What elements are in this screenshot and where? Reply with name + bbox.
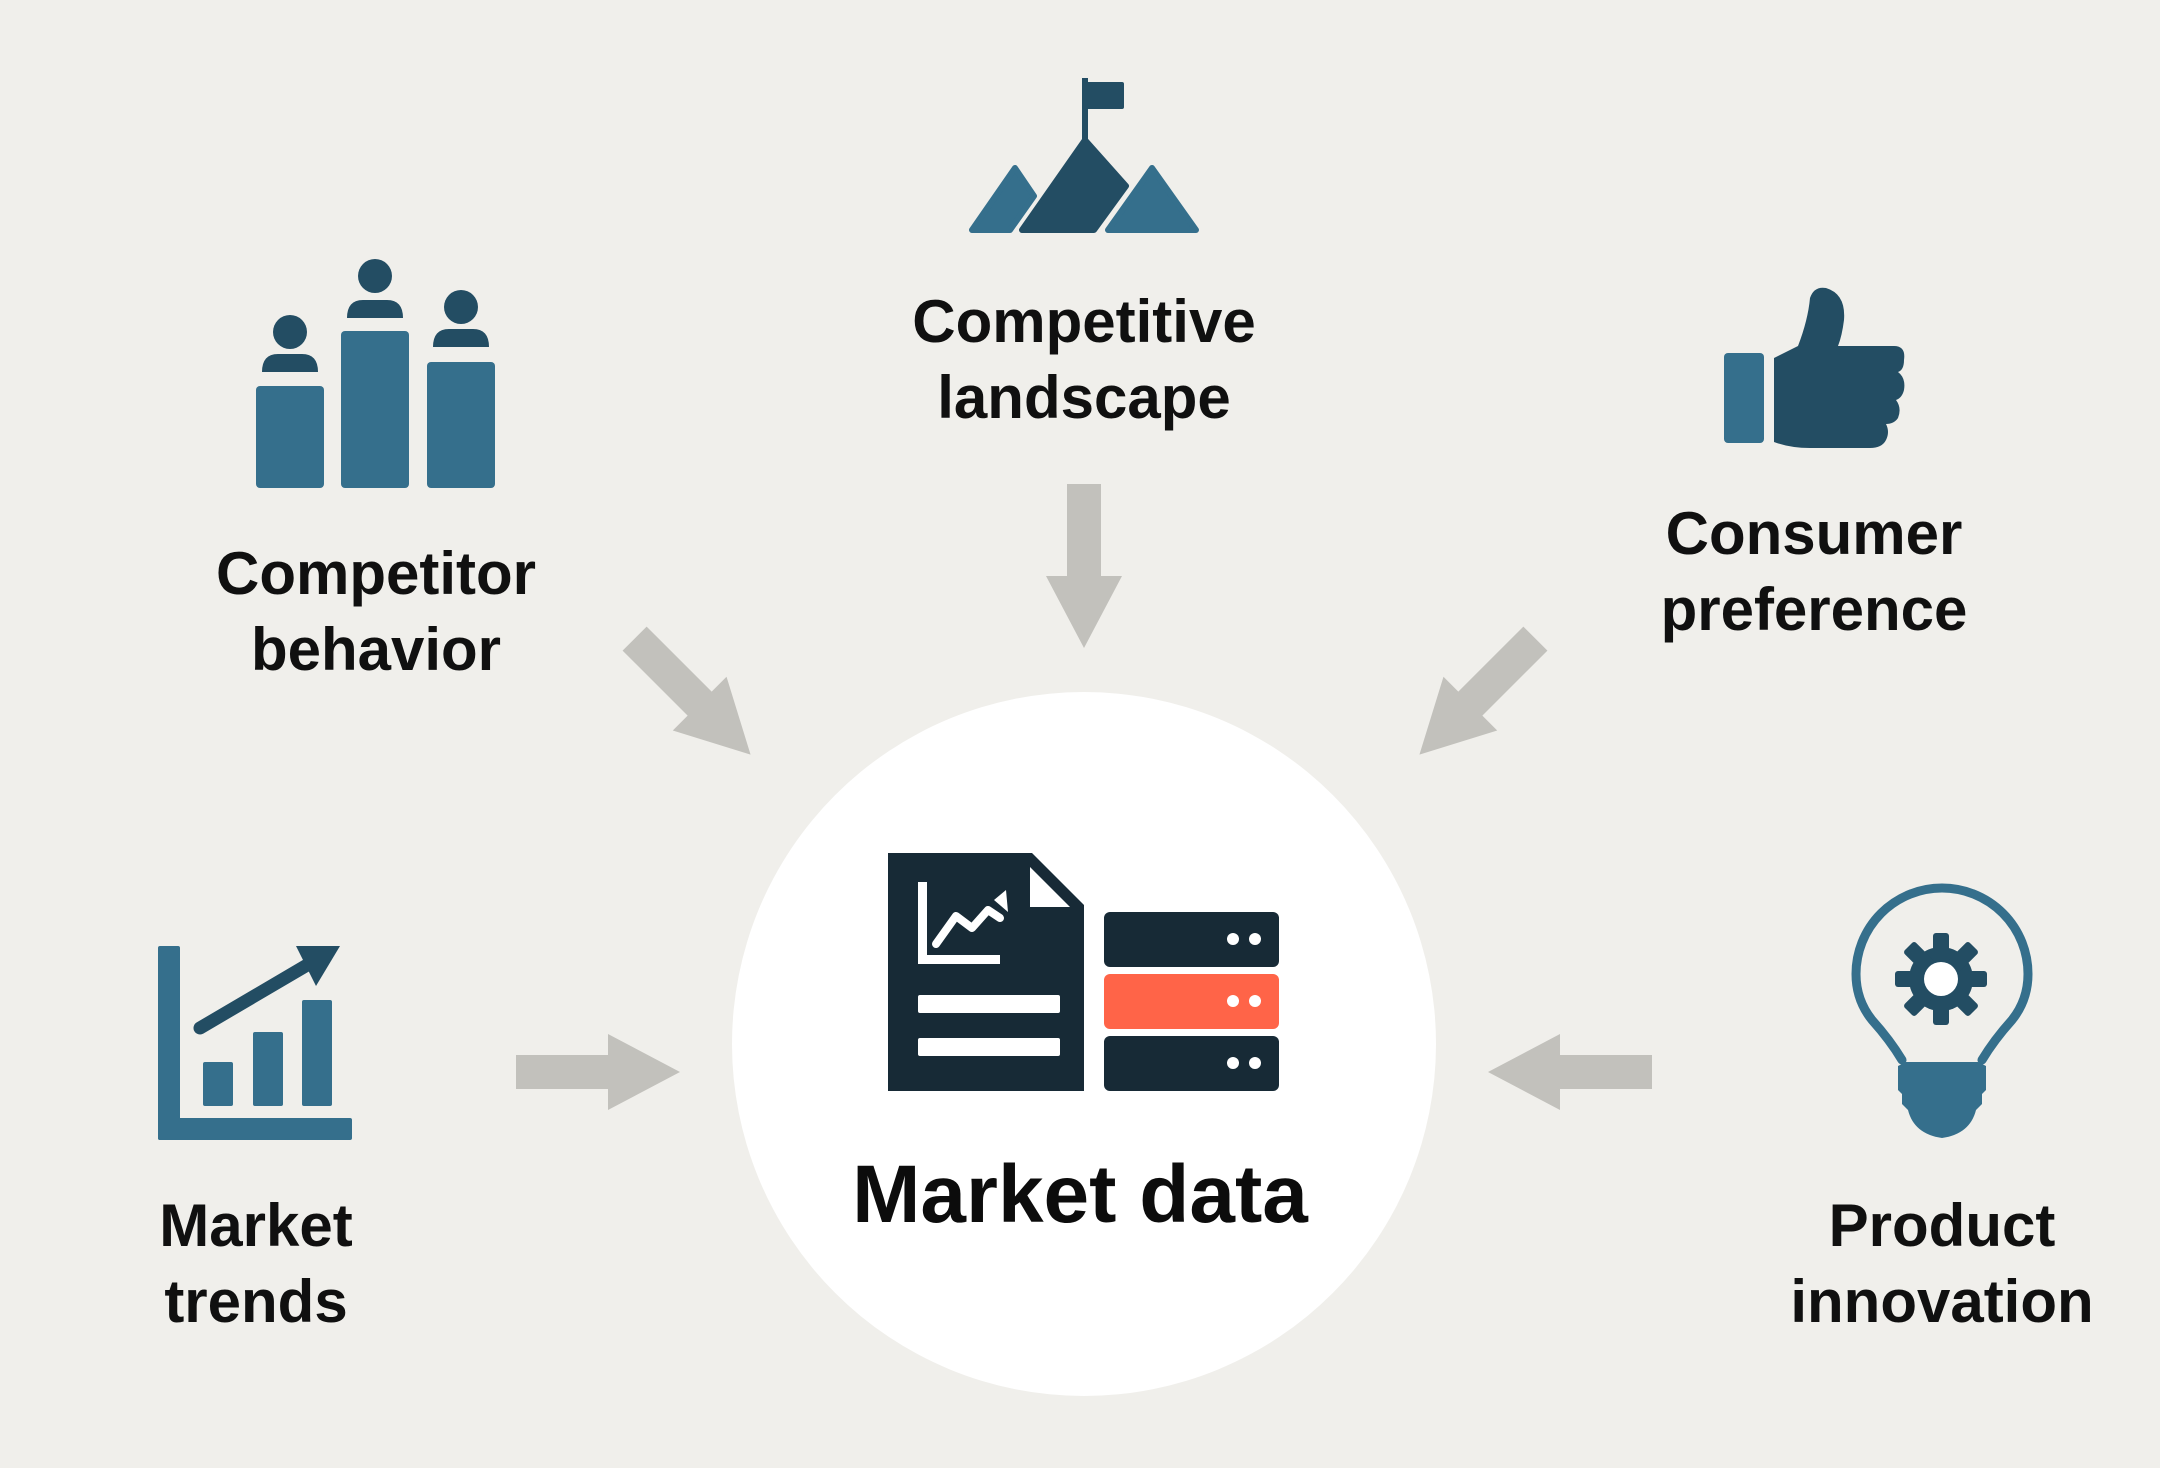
- arrow-from-competitor-behavior: [622, 626, 751, 755]
- gear-icon: [1895, 933, 1987, 1025]
- mountain-flag-icon: [969, 78, 1199, 233]
- report-and-database-icon: [888, 853, 1279, 1091]
- arrow-from-product-innovation: [1488, 1034, 1652, 1110]
- label-product-innovation: Product innovation: [1790, 1192, 2094, 1335]
- lightbulb-gear-icon: [1851, 883, 2033, 1138]
- center-title: Market data: [852, 1149, 1308, 1240]
- label-market-trends: Market trends: [159, 1192, 353, 1335]
- label-consumer-preference: Consumer preference: [1660, 500, 1968, 643]
- label-competitive-landscape: Competitive landscape: [912, 288, 1256, 431]
- podium-people-icon: [256, 259, 495, 488]
- server-unit-middle: [1104, 974, 1279, 1029]
- label-competitor-behavior: Competitor behavior: [216, 540, 536, 683]
- thumbs-up-icon: [1724, 287, 1905, 448]
- server-unit-bottom: [1104, 1036, 1279, 1091]
- arrow-from-competitive-landscape: [1046, 484, 1122, 648]
- arrow-from-market-trends: [516, 1034, 680, 1110]
- arrow-from-consumer-preference: [1419, 626, 1548, 755]
- growth-bar-chart-icon: [158, 946, 352, 1140]
- server-unit-top: [1104, 912, 1279, 967]
